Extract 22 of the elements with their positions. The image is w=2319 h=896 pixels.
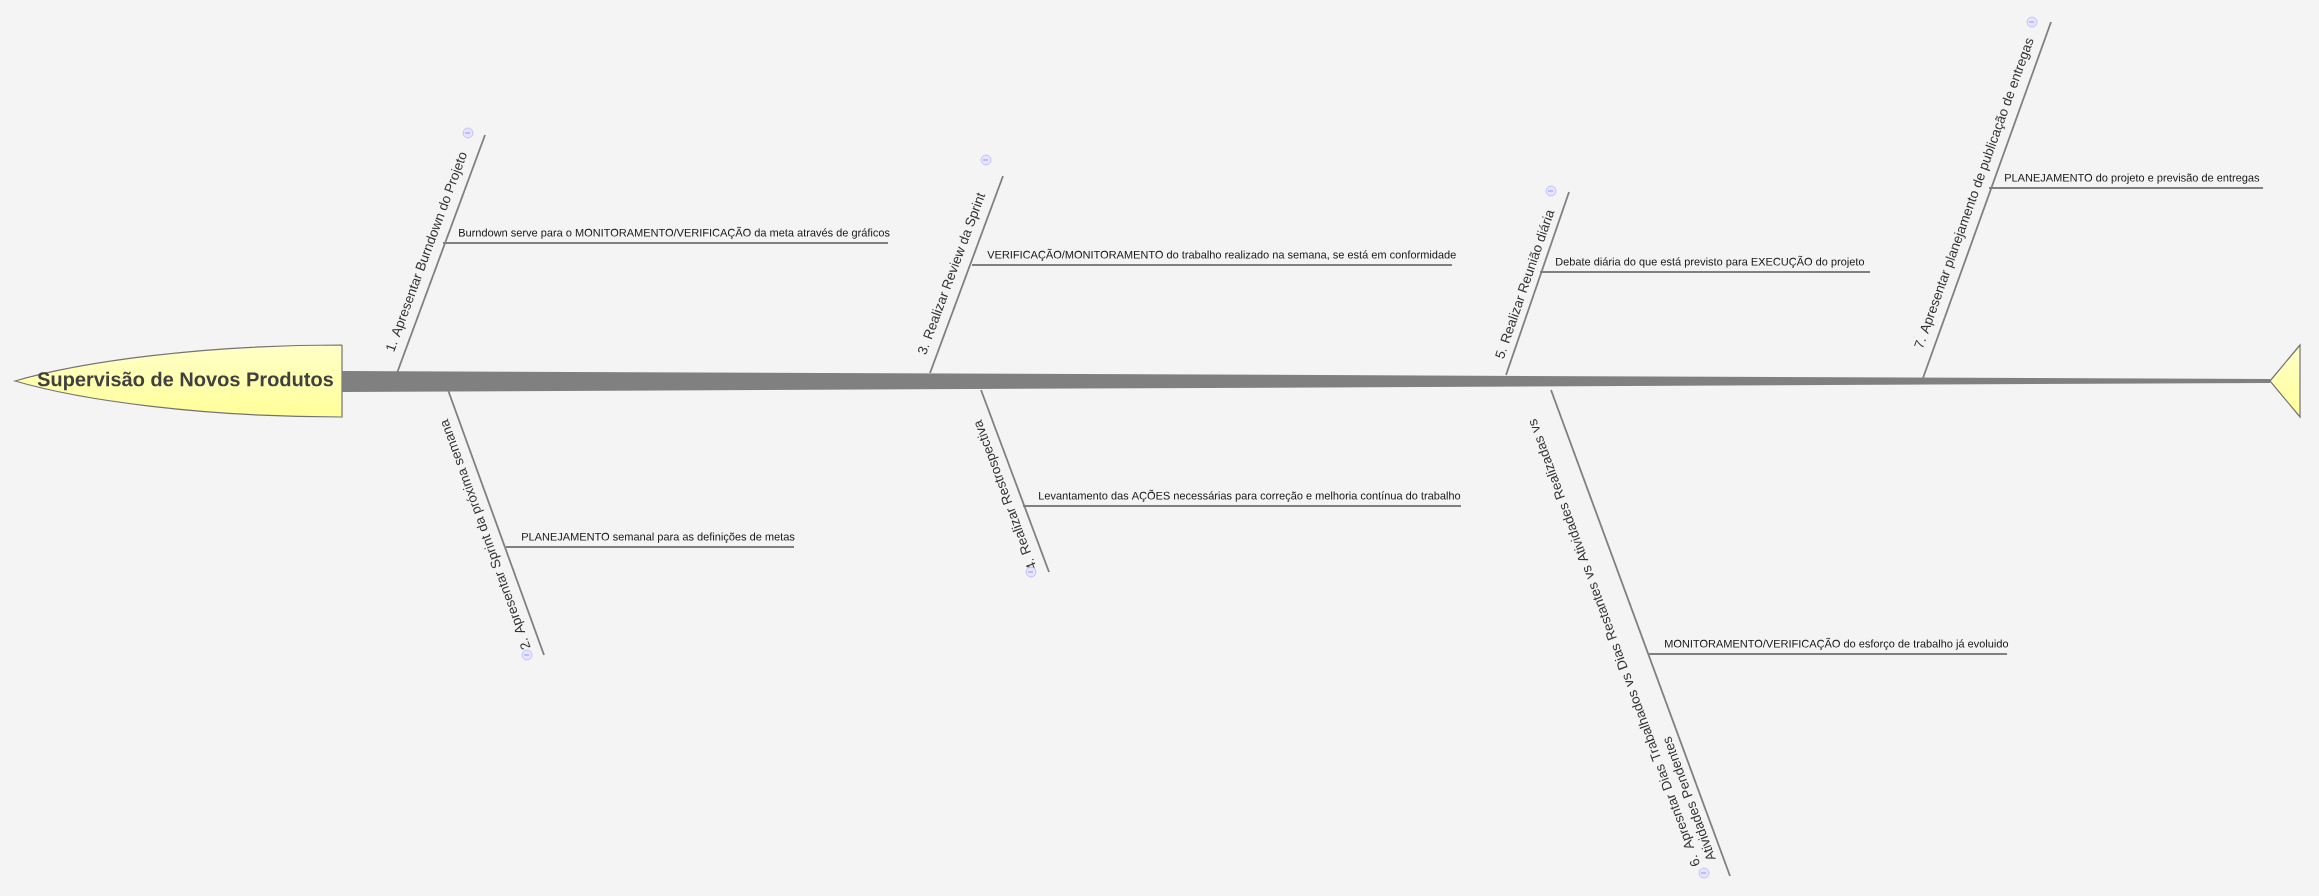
bone-line xyxy=(1550,389,1731,877)
connector-line xyxy=(1539,271,1871,273)
connector-line xyxy=(1988,187,2264,189)
bone-line xyxy=(1505,191,1570,376)
bone-line xyxy=(1922,21,2052,379)
bone-line xyxy=(980,389,1050,573)
cause-label: VERIFICAÇÃO/MONITORAMENTO do trabalho realizado na semana, se está em conformidade xyxy=(987,248,1456,261)
cause-label: PLANEJAMENTO semanal para as definições de metas xyxy=(522,532,795,543)
cause-label: Burndown serve para o MONITORAMENTO/VERIFICAÇÃO da meta através de gráficos xyxy=(459,226,890,239)
cause-label: MONITORAMENTO/VERIFICAÇÃO do esforço de trabalho já evoluido xyxy=(1665,637,2009,650)
connector-line xyxy=(971,264,1453,266)
cause-label: PLANEJAMENTO do projeto e previsão de entregas xyxy=(2005,173,2260,184)
connector-line xyxy=(1648,653,2008,655)
connector-line xyxy=(505,546,795,548)
bone-line xyxy=(929,175,1004,374)
fishbone-spine xyxy=(342,371,2270,392)
connector-line xyxy=(1022,505,1462,507)
cause-label: Debate diária do que está previsto para EXECUÇÃO do projeto xyxy=(1556,255,1865,268)
connector-line xyxy=(442,242,889,244)
bone-line xyxy=(447,389,545,656)
bone-line xyxy=(396,134,486,374)
cause-label: Levantamento das AÇÕES necessárias para correção e melhoria contínua do trabalho xyxy=(1039,489,1461,502)
